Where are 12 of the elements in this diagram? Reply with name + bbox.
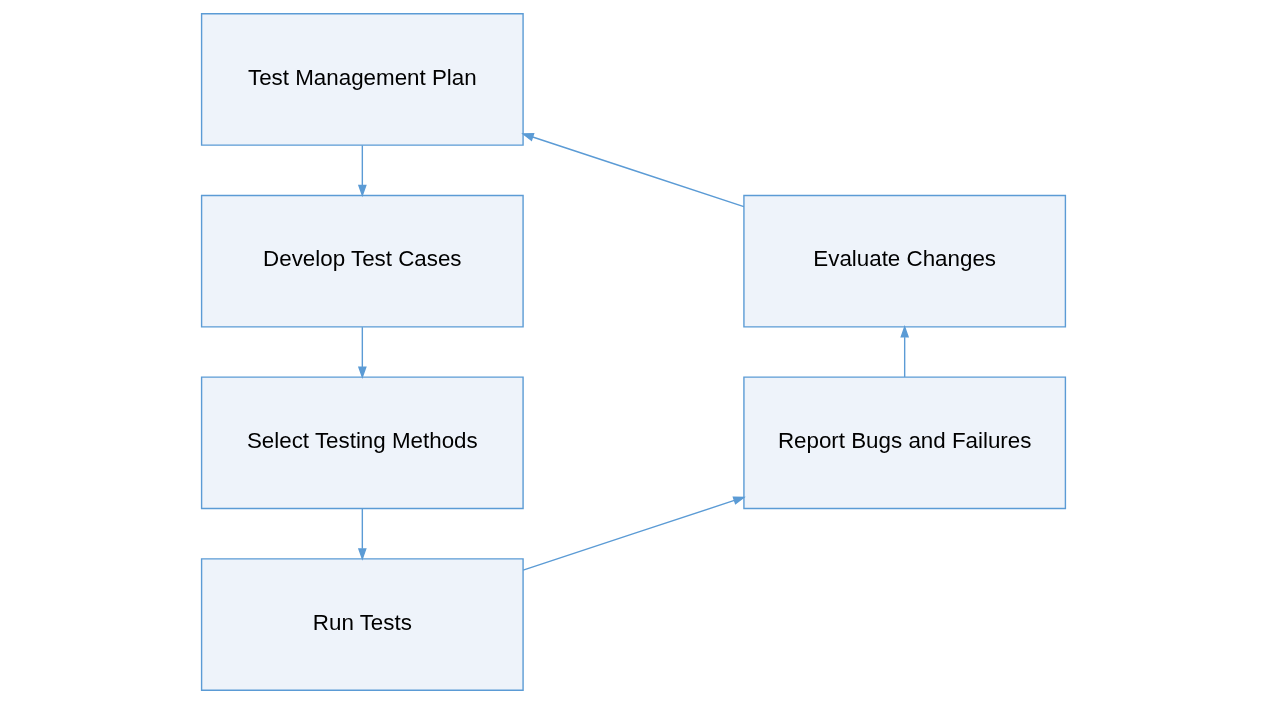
arrow [357,326,367,380]
arrow [357,144,367,198]
node-box: Run Tests [200,558,524,691]
node-box: Test Management Plan [200,13,524,146]
arrow [521,496,746,571]
arrow [899,325,909,378]
arrow [357,508,367,561]
node-box: Develop Test Cases [200,194,524,328]
node-box: Evaluate Changes [742,194,1066,328]
node-box: Report Bugs and Failures [742,376,1066,510]
node-box: Select Testing Methods [200,376,524,510]
arrow [520,133,745,208]
